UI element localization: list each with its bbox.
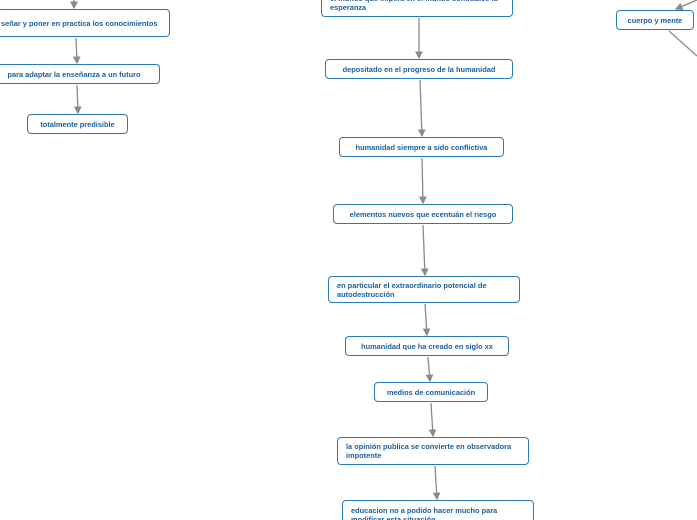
node-ensenar-conocimientos[interactable]: señar y poner en practica los conocimien… bbox=[0, 9, 170, 37]
line-left2-to-left3 bbox=[73, 84, 82, 115]
line-r1-to-edge bbox=[668, 30, 697, 57]
line-c2-to-c3 bbox=[418, 157, 427, 205]
node-humanidad-conflictiva[interactable]: humanidad siempre a sido conflictiva bbox=[339, 137, 504, 157]
line-c1-to-c2 bbox=[417, 79, 426, 138]
node-medios-comunicacion[interactable]: medios de comunicación bbox=[374, 382, 488, 402]
line-c6-to-c7 bbox=[428, 402, 437, 438]
node-adaptar-ensenanza[interactable]: para adaptar la enseñanza a un futuro bbox=[0, 64, 160, 84]
node-educacion-modificar[interactable]: educacion no a podido hacer mucho para m… bbox=[342, 500, 534, 520]
line-c5-to-c6 bbox=[425, 356, 434, 383]
line-c7-to-c8 bbox=[432, 465, 441, 501]
node-potencial-autodestruccion[interactable]: en particular el extraordinario potencia… bbox=[328, 276, 520, 303]
node-elementos-nuevos-riesgo[interactable]: elementos nuevos que ecentuán el riesgo bbox=[333, 204, 513, 224]
node-totalmente-predisible[interactable]: totalmente predisible bbox=[27, 114, 128, 134]
line-edge-to-r1 bbox=[674, 0, 697, 11]
node-progreso-humanidad[interactable]: depositado en el progreso de la humanida… bbox=[325, 59, 513, 79]
node-mundo-contradice-esperanza[interactable]: el mundo que impera en el mundo contradi… bbox=[321, 0, 513, 17]
node-opinion-publica[interactable]: la opinión publica se convierte en obser… bbox=[337, 437, 529, 465]
line-left1-to-left2 bbox=[72, 37, 81, 65]
line-c3-to-c4 bbox=[420, 224, 429, 277]
line-c4-to-c5 bbox=[422, 303, 431, 337]
node-humanidad-siglo-xx[interactable]: humanidad que ha creado en siglo xx bbox=[345, 336, 509, 356]
node-cuerpo-y-mente[interactable]: cuerpo y mente bbox=[616, 10, 694, 30]
